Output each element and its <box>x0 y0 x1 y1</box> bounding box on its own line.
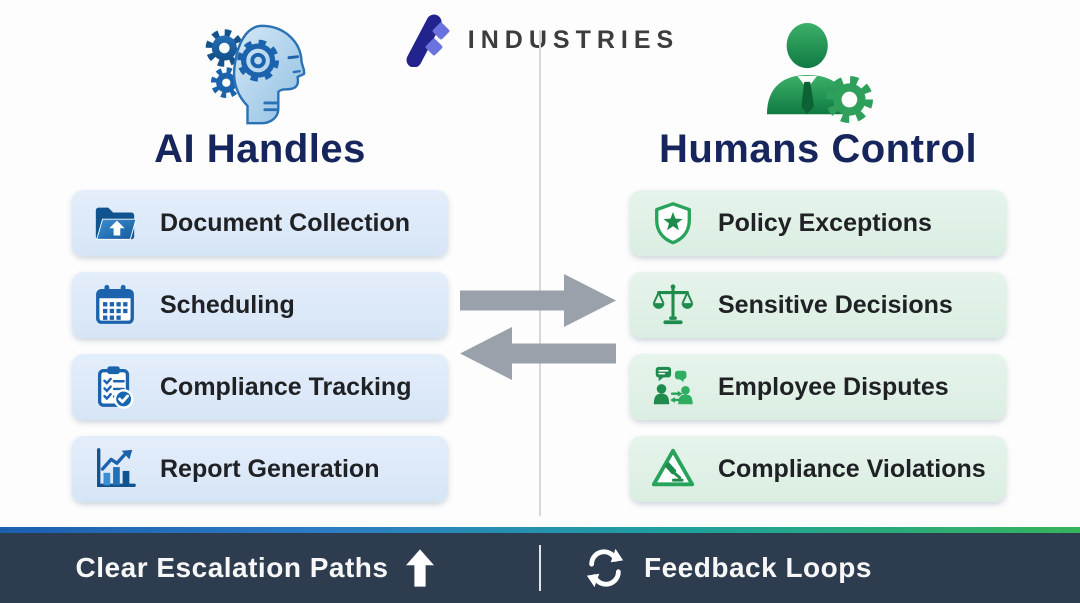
brand-name: INDUSTRIES <box>467 25 680 54</box>
up-arrow-icon <box>406 549 435 587</box>
scales-icon <box>648 282 698 328</box>
ai-column: AI Handles Document Collection <box>72 22 448 502</box>
calendar-icon <box>90 282 140 328</box>
footer-feedback-label: Feedback Loops <box>644 552 872 583</box>
footer-feedback-section: Feedback Loops <box>540 533 1080 603</box>
humans-column-title: Humans Control <box>658 127 978 171</box>
card-report-generation: Report Generation <box>72 436 448 502</box>
card-label: Policy Exceptions <box>718 208 932 237</box>
card-sensitive-decisions: Sensitive Decisions <box>630 272 1006 338</box>
card-label: Scheduling <box>160 290 295 319</box>
clipboard-check-icon <box>90 364 140 410</box>
gradient-strip <box>0 527 1080 533</box>
arrow-right-icon <box>460 274 616 327</box>
ai-column-title: AI Handles <box>154 127 366 171</box>
card-policy-exceptions: Policy Exceptions <box>630 190 1006 256</box>
footer-bar: Clear Escalation Paths Feedback Loops <box>0 533 1080 603</box>
refresh-cycle-icon <box>586 548 624 588</box>
footer-escalation-label: Clear Escalation Paths <box>75 552 389 583</box>
center-divider-line <box>539 30 541 516</box>
card-label: Document Collection <box>160 208 411 237</box>
shield-star-icon <box>648 200 698 246</box>
abstract-a-logo-icon <box>406 14 450 67</box>
chart-growth-icon <box>90 446 140 492</box>
ai-robot-head-gears-icon <box>72 22 448 128</box>
card-compliance-tracking: Compliance Tracking <box>72 354 448 420</box>
card-label: Report Generation <box>160 454 380 483</box>
human-with-gear-icon <box>630 22 1006 128</box>
card-label: Compliance Tracking <box>160 372 412 401</box>
card-scheduling: Scheduling <box>72 272 448 338</box>
card-document-collection: Document Collection <box>72 190 448 256</box>
brand-logo: INDUSTRIES <box>0 13 1080 67</box>
card-label: Sensitive Decisions <box>718 290 953 319</box>
people-dispute-icon <box>648 364 698 410</box>
arrow-left-icon <box>460 327 616 380</box>
folder-upload-icon <box>90 200 140 246</box>
humans-column: Humans Control Policy Exceptions <box>630 22 1006 502</box>
card-label: Employee Disputes <box>718 372 949 401</box>
ai-cards-list: Document Collection <box>72 190 448 502</box>
warning-gavel-icon <box>648 446 698 492</box>
footer-divider-line <box>539 545 541 591</box>
humans-cards-list: Policy Exceptions Se <box>630 190 1006 502</box>
card-compliance-violations: Compliance Violations <box>630 436 1006 502</box>
exchange-arrows <box>458 274 618 380</box>
card-employee-disputes: Employee Disputes <box>630 354 1006 420</box>
footer-escalation-section: Clear Escalation Paths <box>0 533 540 603</box>
card-label: Compliance Violations <box>718 454 986 483</box>
